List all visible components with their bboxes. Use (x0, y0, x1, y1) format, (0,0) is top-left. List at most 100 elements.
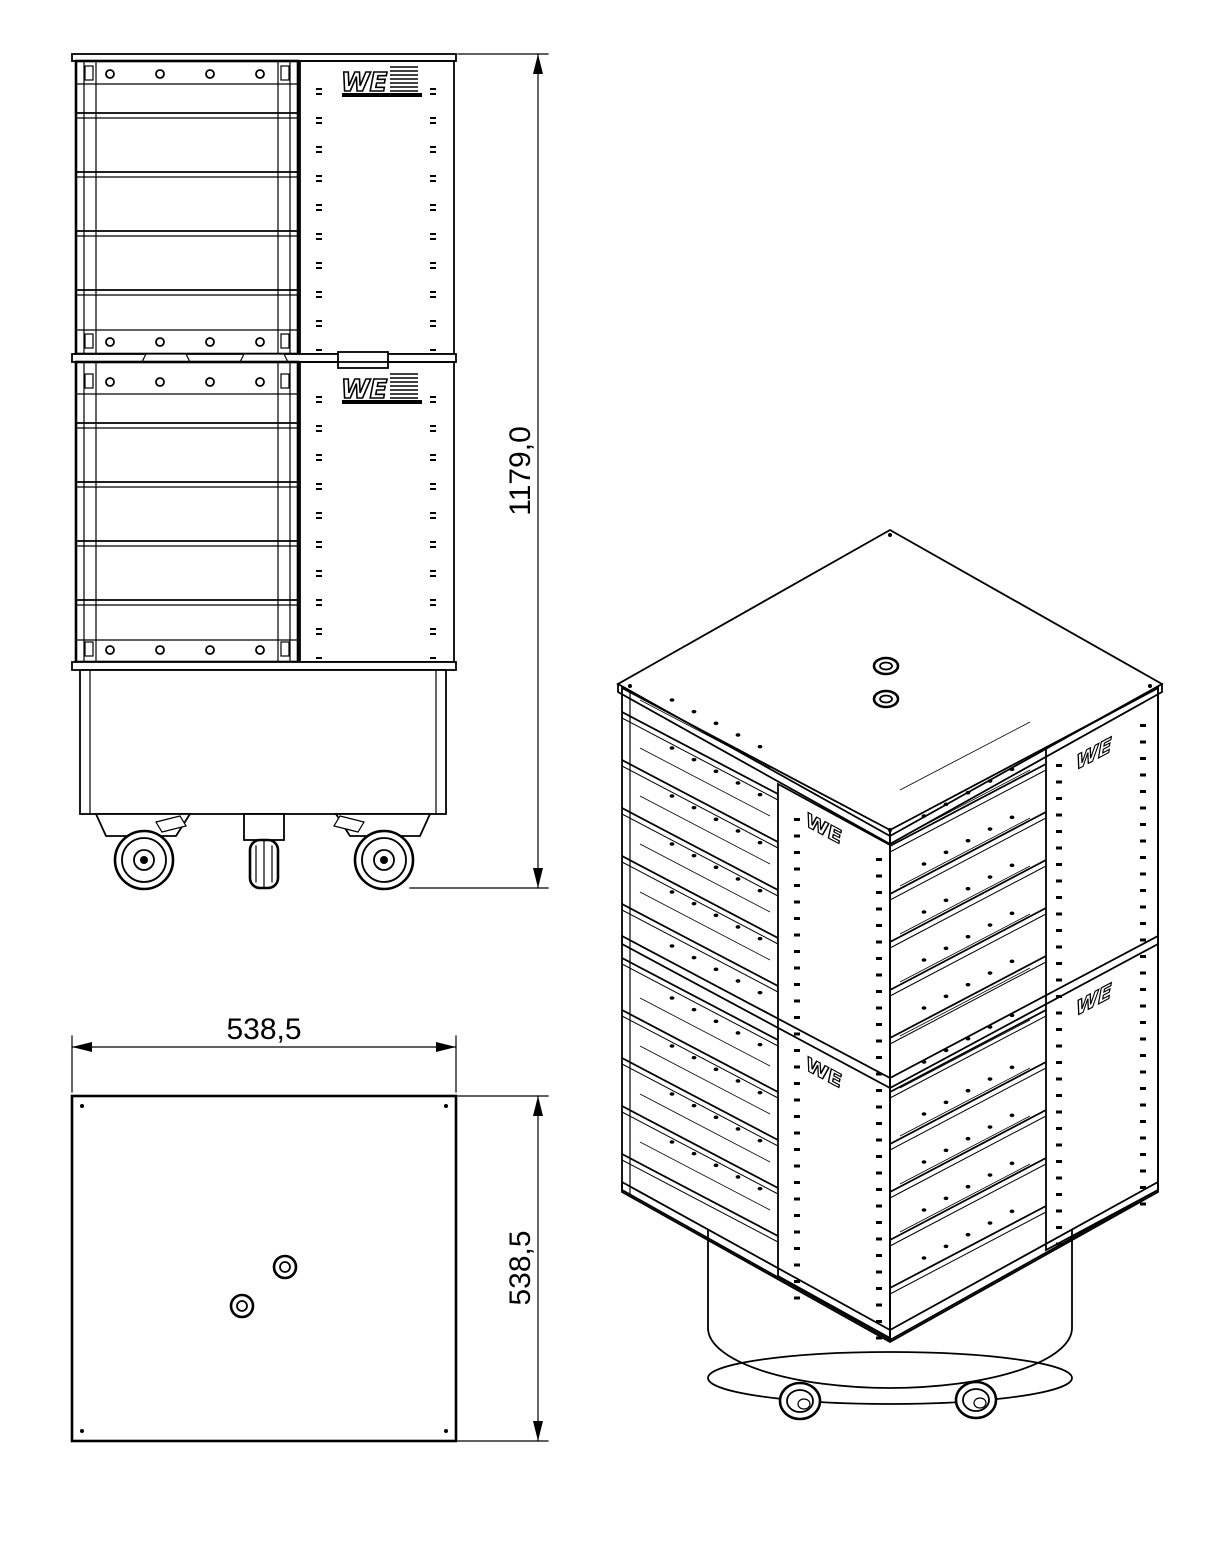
iso-shelf-hole (735, 733, 741, 737)
iso-panel-slot (794, 983, 800, 986)
panel-slot (430, 151, 436, 153)
iso-shelf-edge (889, 769, 1047, 853)
iso-panel-slot (1056, 1127, 1062, 1130)
panel-slot (430, 267, 436, 269)
iso-panel-slot (1140, 1004, 1146, 1008)
caster-middle (243, 813, 285, 890)
iso-shelf-hole (669, 1140, 675, 1144)
panel-slot (430, 628, 436, 630)
iso-top-plate (616, 528, 1164, 846)
iso-panel-slot (794, 1082, 800, 1085)
iso-panel-slot (1140, 823, 1146, 826)
panel-slot (316, 541, 322, 543)
panel-slot (316, 633, 322, 635)
iso-shelf-back (899, 721, 1031, 791)
panel-slot (316, 570, 322, 572)
panel-slot (430, 575, 436, 577)
panel-slot (316, 180, 322, 182)
iso-panel-slot (794, 1049, 800, 1052)
panel-slot (430, 570, 436, 572)
panel-slot (316, 488, 322, 490)
iso-shelf-hole (965, 1232, 971, 1237)
iso-shelf-hole (1009, 863, 1015, 868)
iso-grommet-2 (872, 689, 900, 709)
iso-shelf-hole (757, 792, 763, 797)
iso-shelf-edge (621, 855, 779, 939)
iso-panel-slot (1140, 1054, 1146, 1057)
iso-panel-slot (876, 990, 882, 993)
isometric-view: WE WE WE WE (616, 528, 1164, 1421)
iso-shelf-edge (621, 903, 779, 987)
iso-shelf-back (639, 891, 771, 961)
iso-panel-slot (1140, 806, 1146, 810)
iso-shelf-edge (889, 1157, 1047, 1241)
iso-shelf-hole (965, 838, 971, 843)
panel-slot (430, 401, 436, 403)
panel-slot (316, 546, 322, 548)
iso-shelf-hole (987, 875, 993, 879)
panel-slot (316, 517, 322, 519)
iso-panel-slot (1056, 846, 1062, 850)
panel-slot (430, 325, 436, 327)
iso-shelf-hole (735, 1079, 741, 1083)
iso-shelf-edge (621, 1063, 779, 1147)
iso-shelf-edge (621, 1015, 779, 1099)
panel-slot (316, 425, 322, 427)
iso-shelf-hole (757, 1090, 763, 1095)
iso-panel-slot (794, 1247, 800, 1250)
iso-shelf-hole (757, 1042, 763, 1047)
iso-panel-slot (1140, 1186, 1146, 1189)
iso-panel-slot (1056, 1209, 1062, 1213)
iso-shelf-edge (621, 807, 779, 891)
panel-slot (316, 262, 322, 264)
iso-shelf-hole (1009, 959, 1015, 964)
iso-shelf-hole (1009, 1209, 1015, 1214)
iso-shelf-edge (889, 817, 1047, 901)
iso-panel-slot (1056, 962, 1062, 965)
iso-panel-slot (794, 1131, 800, 1135)
iso-shelf-hole (943, 898, 949, 903)
panel-slot (430, 459, 436, 461)
panel-slot (430, 657, 436, 659)
panel-slot (430, 204, 436, 206)
iso-panel-slot (1140, 773, 1146, 777)
logo-underline (342, 93, 422, 97)
iso-shelf-hole (1009, 815, 1015, 820)
panel-slot (316, 238, 322, 240)
panel-slot (430, 483, 436, 485)
iso-shelf-hole (921, 1208, 927, 1212)
iso-wheel-left (778, 1381, 822, 1421)
panel-slot (430, 175, 436, 177)
iso-shelf-edge (621, 759, 779, 843)
iso-panel-slot (1140, 1070, 1146, 1074)
iso-shelf-back (639, 1141, 771, 1211)
iso-shelf-hole (735, 925, 741, 929)
iso-panel-slot (876, 1039, 882, 1043)
panel-slot (316, 175, 322, 177)
iso-panel-slot (876, 1303, 882, 1307)
panel-slot (430, 262, 436, 264)
iso-shelf-hole (943, 1196, 949, 1201)
iso-panel-slot (1056, 797, 1062, 800)
iso-shelf-hole (965, 1088, 971, 1093)
iso-panel-slot (1140, 790, 1146, 793)
iso-shelf-back (899, 1163, 1031, 1233)
iso-panel-slot (876, 957, 882, 960)
panel-slot (430, 291, 436, 293)
iso-shelf-back (639, 747, 771, 817)
iso-shelf-edge (889, 961, 1047, 1045)
iso-panel-slot (1056, 1176, 1062, 1180)
iso-panel-slot (794, 1098, 800, 1102)
iso-panel-slot (794, 834, 800, 838)
iso-shelf-hole (735, 1031, 741, 1035)
iso-panel-slot (876, 1072, 882, 1076)
logo-lower: WE (340, 373, 422, 406)
panel-slot (316, 604, 322, 606)
iso-shelf-edge (621, 765, 779, 849)
iso-shelf-hole (713, 769, 719, 774)
iso-shelf-hole (965, 1184, 971, 1189)
iso-panel-slot (794, 900, 800, 904)
iso-shelf-hole (669, 698, 675, 702)
bottom-plate (71, 661, 457, 671)
iso-panel-slot (1140, 1037, 1146, 1041)
